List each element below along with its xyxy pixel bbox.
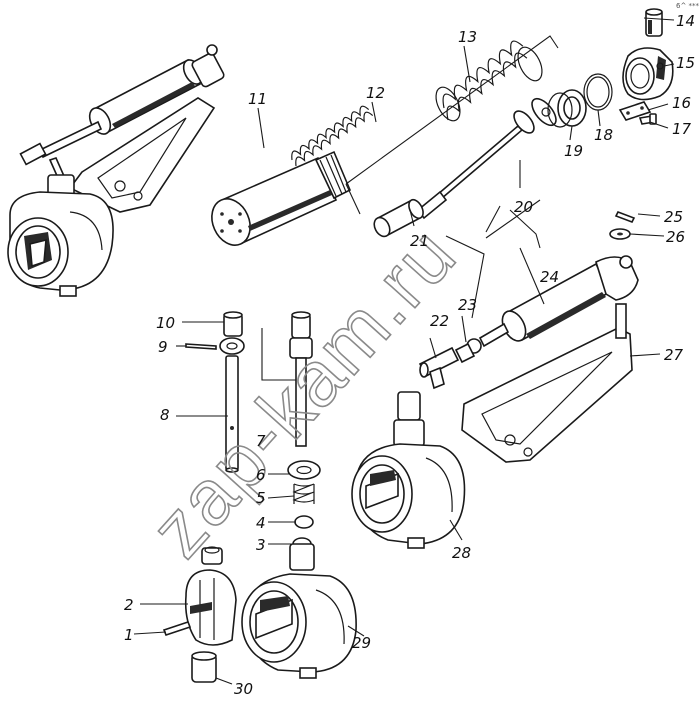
part-8-stem xyxy=(225,355,239,473)
callout-21: 21 xyxy=(410,232,429,250)
part-23-nut xyxy=(454,342,476,364)
part-20-rod xyxy=(416,97,557,220)
part-18-ring xyxy=(583,73,613,111)
callout-8: 8 xyxy=(160,406,170,424)
callout-2: 2 xyxy=(124,596,134,614)
callout-26: 26 xyxy=(666,228,685,246)
callout-27: 27 xyxy=(664,346,684,364)
callout-1: 1 xyxy=(124,626,134,644)
callout-17: 17 xyxy=(672,120,692,138)
callout-22: 22 xyxy=(430,312,449,330)
part-7-stem-assembly xyxy=(261,311,313,447)
callout-6: 6 xyxy=(256,466,266,484)
callout-10: 10 xyxy=(156,314,175,332)
callout-18: 18 xyxy=(594,126,613,144)
part-27-bracket xyxy=(461,303,633,463)
leader-lines xyxy=(133,17,675,685)
callout-13: 13 xyxy=(458,28,477,46)
part-9-washer xyxy=(185,337,245,355)
part-30-top-bushing xyxy=(201,546,223,565)
callout-11: 11 xyxy=(248,90,267,108)
part-10-fitting xyxy=(223,311,243,337)
callout-28: 28 xyxy=(452,544,471,562)
callout-9: 9 xyxy=(158,338,168,356)
callout-19: 19 xyxy=(564,142,583,160)
callout-29: 29 xyxy=(352,634,371,652)
part-11-cylinder xyxy=(211,150,352,246)
part-4-ring xyxy=(294,515,314,529)
part-17-bolt xyxy=(638,113,657,125)
callout-15: 15 xyxy=(676,54,695,72)
callout-3: 3 xyxy=(256,536,266,554)
callout-23: 23 xyxy=(458,296,477,314)
callout-4: 4 xyxy=(256,514,266,532)
part-15-head xyxy=(622,47,674,101)
callout-labels: 1 2 3 4 5 6 7 8 9 10 11 12 13 14 15 16 1… xyxy=(124,12,695,698)
assembled-unit xyxy=(7,44,225,297)
part-16-plate xyxy=(618,101,652,121)
part-5-spring xyxy=(292,483,315,504)
callout-16: 16 xyxy=(672,94,691,112)
part-21-sleeve xyxy=(373,198,424,238)
part-14-cap xyxy=(645,8,663,37)
part-12-spring xyxy=(291,105,374,167)
part-22-tee xyxy=(418,346,460,390)
part-2-knob xyxy=(184,569,237,646)
callout-12: 12 xyxy=(366,84,385,102)
part-6-washer xyxy=(287,460,321,480)
corner-mark: 6^ *** xyxy=(676,2,700,10)
part-30-bushing xyxy=(191,651,217,683)
callout-5: 5 xyxy=(256,489,266,507)
part-26-washer xyxy=(609,228,631,240)
part-28-housing xyxy=(351,391,466,549)
callout-25: 25 xyxy=(664,208,683,226)
callout-30: 30 xyxy=(234,680,253,698)
callout-14: 14 xyxy=(676,12,695,30)
part-29-housing xyxy=(241,543,357,679)
part-25-pin xyxy=(614,210,636,224)
callout-24: 24 xyxy=(540,268,559,286)
part-1-pin xyxy=(162,621,192,636)
part-13-spring xyxy=(435,40,543,122)
part-19-seal xyxy=(547,89,587,128)
callout-20: 20 xyxy=(514,198,533,216)
callout-7: 7 xyxy=(256,432,266,450)
